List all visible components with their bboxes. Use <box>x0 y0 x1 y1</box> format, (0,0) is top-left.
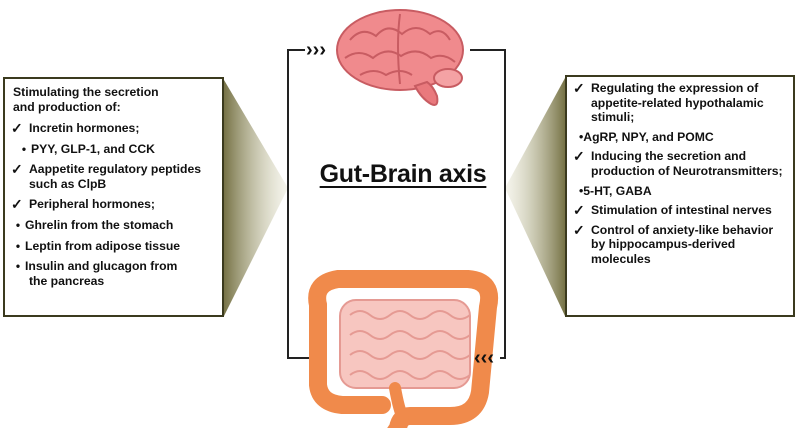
list-item-text: production of Neurotransmitters; <box>591 163 783 178</box>
checkmark-icon: ✓ <box>573 148 585 165</box>
heading-line: and production of: <box>13 100 121 114</box>
list-item-text: Insulin and glucagon from <box>25 259 178 274</box>
left-panel-heading: Stimulating the secretion and production… <box>13 85 216 115</box>
list-item: ✓ Inducing the secretion and <box>573 149 787 164</box>
list-item-text: Inducing the secretion and <box>591 149 747 164</box>
list-item-text: •5-HT, GABA <box>579 183 652 198</box>
list-item-text: Leptin from adipose tissue <box>25 238 181 253</box>
bullet-icon: • <box>15 238 21 253</box>
checkmark-icon: ✓ <box>573 202 585 219</box>
list-item: by hippocampus-derived <box>573 237 787 252</box>
list-item: •5-HT, GABA <box>573 184 787 199</box>
list-item-text: Ghrelin from the stomach <box>25 217 174 232</box>
list-item-text: appetite-related hypothalamic <box>591 95 764 110</box>
list-item: the pancreas <box>11 274 216 289</box>
left-funnel <box>224 80 288 316</box>
checkmark-icon: ✓ <box>11 161 23 178</box>
list-item: • Insulin and glucagon from <box>11 259 216 274</box>
list-item: • PYY, GLP-1, and CCK <box>11 142 216 157</box>
list-item-text: by hippocampus-derived <box>591 237 736 252</box>
list-item: ✓ Control of anxiety-like behavior <box>573 223 787 238</box>
top-arrowheads: ››› <box>306 39 326 61</box>
right-funnel <box>505 78 565 316</box>
diagram-title: Gut-Brain axis <box>319 160 487 188</box>
list-item-text: stimuli; <box>591 110 635 125</box>
list-item-text: Aappetite regulatory peptides <box>29 162 202 177</box>
list-item-text: Incretin hormones; <box>29 121 140 135</box>
bottom-arrowheads: ‹‹‹ <box>474 347 494 369</box>
checkmark-icon: ✓ <box>573 221 585 238</box>
heading-line: Stimulating the secretion <box>13 85 159 99</box>
list-item-text: Stimulation of intestinal nerves <box>591 203 772 218</box>
list-item: appetite-related hypothalamic <box>573 96 787 111</box>
checkmark-icon: ✓ <box>573 80 585 96</box>
list-item-text: molecules <box>591 251 651 266</box>
list-item: stimuli; <box>573 110 787 125</box>
list-item: such as ClpB <box>11 177 216 192</box>
list-item: • Ghrelin from the stomach <box>11 218 216 233</box>
left-item-list: ✓Incretin hormones;•PYY, GLP-1, and CCK✓… <box>11 121 216 288</box>
right-loop-line <box>470 49 506 359</box>
left-loop-line <box>287 49 320 359</box>
list-item: • Leptin from adipose tissue <box>11 239 216 254</box>
list-item: production of Neurotransmitters; <box>573 164 787 179</box>
gut-illustration <box>308 270 498 428</box>
list-item-text: such as ClpB <box>29 176 107 191</box>
checkmark-icon: ✓ <box>11 120 23 136</box>
checkmark-icon: ✓ <box>11 196 23 213</box>
list-item-text: Peripheral hormones; <box>29 197 155 212</box>
list-item-text: •AgRP, NPY, and POMC <box>579 129 714 144</box>
bullet-icon: • <box>21 141 27 156</box>
list-item-text: Control of anxiety-like behavior <box>591 222 774 237</box>
left-effects-panel: Stimulating the secretion and production… <box>3 77 224 317</box>
list-item: ✓ Regulating the expression of <box>573 81 787 96</box>
list-item: ✓ Peripheral hormones; <box>11 197 216 212</box>
list-item: ✓ Aappetite regulatory peptides <box>11 162 216 177</box>
list-item-text: Regulating the expression of <box>591 81 759 95</box>
bullet-icon: • <box>15 259 21 274</box>
bullet-icon: • <box>15 217 21 232</box>
list-item: ✓ Incretin hormones; <box>11 121 216 136</box>
brain-illustration <box>336 9 464 106</box>
list-item: molecules <box>573 252 787 267</box>
list-item: ✓ Stimulation of intestinal nerves <box>573 203 787 218</box>
list-item: •AgRP, NPY, and POMC <box>573 130 787 145</box>
list-item-text: PYY, GLP-1, and CCK <box>31 141 155 156</box>
list-item-text: the pancreas <box>29 273 105 288</box>
